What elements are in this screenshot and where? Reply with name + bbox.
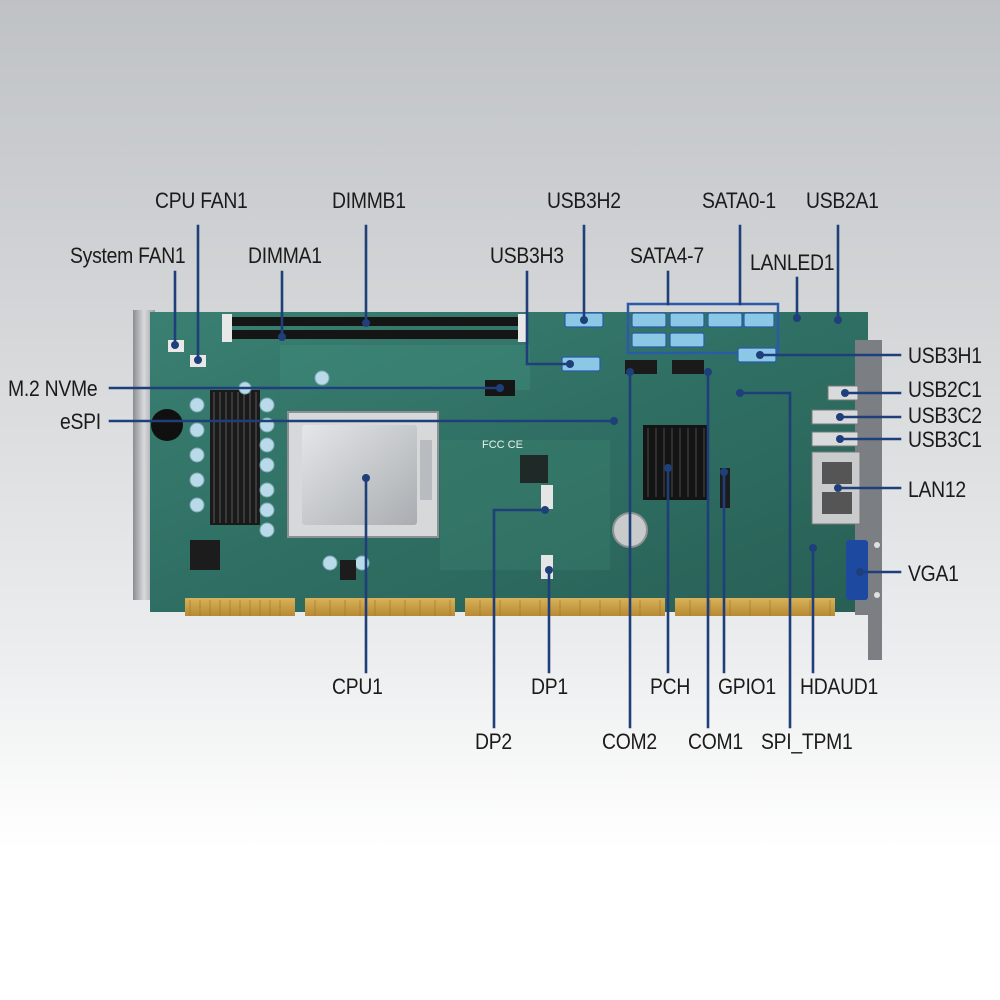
- label-lanled1: LANLED1: [750, 250, 835, 275]
- label-lan12: LAN12: [908, 477, 966, 502]
- edge-fingers-3: [465, 598, 665, 616]
- label-gpio1: GPIO1: [718, 674, 776, 699]
- edge-fingers-4: [675, 598, 835, 616]
- label-system-fan1: System FAN1: [70, 243, 186, 268]
- label-com2: COM2: [602, 729, 657, 754]
- pch-heatsink: [643, 425, 708, 500]
- label-espi: eSPI: [60, 409, 101, 434]
- label-vga1: VGA1: [908, 561, 959, 586]
- label-cpu-fan1: CPU FAN1: [155, 188, 248, 213]
- board-marks: FCC CE: [482, 439, 523, 451]
- dimm-slot-b: [222, 330, 527, 339]
- label-m2-nvme: M.2 NVMe: [8, 376, 98, 401]
- label-usb2a1: USB2A1: [806, 188, 879, 213]
- dimm-slot-a: [222, 317, 527, 326]
- label-sata4-7: SATA4-7: [630, 243, 704, 268]
- label-usb3c1: USB3C1: [908, 427, 982, 452]
- label-spi-tpm1: SPI_TPM1: [761, 729, 853, 754]
- label-usb3h3: USB3H3: [490, 243, 564, 268]
- label-cpu1: CPU1: [332, 674, 383, 699]
- label-dp2: DP2: [475, 729, 512, 754]
- label-dimmb1: DIMMB1: [332, 188, 406, 213]
- leader-dp2: [492, 508, 547, 729]
- label-hdaud1: HDAUD1: [800, 674, 879, 699]
- label-usb3c2: USB3C2: [908, 403, 982, 428]
- label-usb2c1: USB2C1: [908, 377, 982, 402]
- label-dimma1: DIMMA1: [248, 243, 322, 268]
- left-bracket: [133, 310, 155, 600]
- vrm-heatsink: [210, 390, 260, 525]
- edge-fingers-2: [305, 598, 455, 616]
- leader-usb3h3: [525, 270, 572, 366]
- label-com1: COM1: [688, 729, 743, 754]
- com1-header: [672, 360, 704, 374]
- dp1-connector: [541, 485, 553, 509]
- leader-spi-tpm1: [738, 391, 792, 729]
- label-sata0-1: SATA0-1: [702, 188, 776, 213]
- label-pch: PCH: [650, 674, 691, 699]
- label-dp1: DP1: [531, 674, 568, 699]
- cpu-ihs: [302, 425, 417, 525]
- label-usb3h1: USB3H1: [908, 343, 982, 368]
- sata-connectors-box: [626, 302, 780, 355]
- label-usb3h2: USB3H2: [547, 188, 621, 213]
